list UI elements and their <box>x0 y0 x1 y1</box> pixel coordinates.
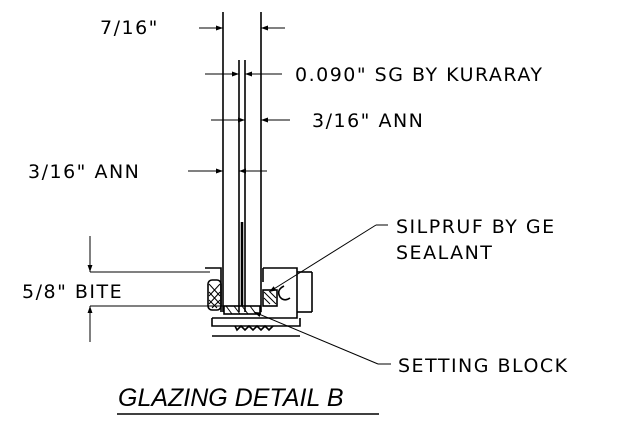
left-gasket-hatch <box>208 283 221 309</box>
sealant-hatch <box>263 291 277 305</box>
setting-block-hatch <box>225 305 257 315</box>
leader-setting-block: SETTING BLOCK <box>253 311 569 377</box>
glass-lites <box>222 12 262 312</box>
dim-interlayer: 0.090" SG BY KURARAY <box>205 64 543 86</box>
dim-bite: 5/8" BITE <box>22 236 242 342</box>
label-outer-thickness: 7/16" <box>100 17 159 39</box>
label-setting-block: SETTING BLOCK <box>398 355 569 377</box>
left-gasket <box>207 279 222 311</box>
leader-sealant: SILPRUF BY GE SEALANT <box>268 216 556 293</box>
label-sealant-line1: SILPRUF BY GE <box>396 216 556 238</box>
sill-extrusion <box>211 318 301 327</box>
detail-title-group: GLAZING DETAIL B <box>117 384 379 415</box>
label-bite: 5/8" BITE <box>22 281 123 303</box>
detail-title: GLAZING DETAIL B <box>118 384 344 412</box>
label-interlayer: 0.090" SG BY KURARAY <box>295 64 543 86</box>
dim-inner-lite: 3/16" ANN <box>211 110 424 132</box>
frame-hook <box>277 285 291 301</box>
label-sealant-line2: SEALANT <box>396 242 493 264</box>
label-inner-lite: 3/16" ANN <box>312 110 424 132</box>
label-outer-lite: 3/16" ANN <box>28 161 140 183</box>
dim-outer-lite: 3/16" ANN <box>28 161 267 183</box>
frame-section <box>205 267 313 337</box>
dim-outer-thickness: 7/16" <box>100 17 285 39</box>
frame-body <box>212 267 298 319</box>
sill-serrations <box>234 324 274 332</box>
